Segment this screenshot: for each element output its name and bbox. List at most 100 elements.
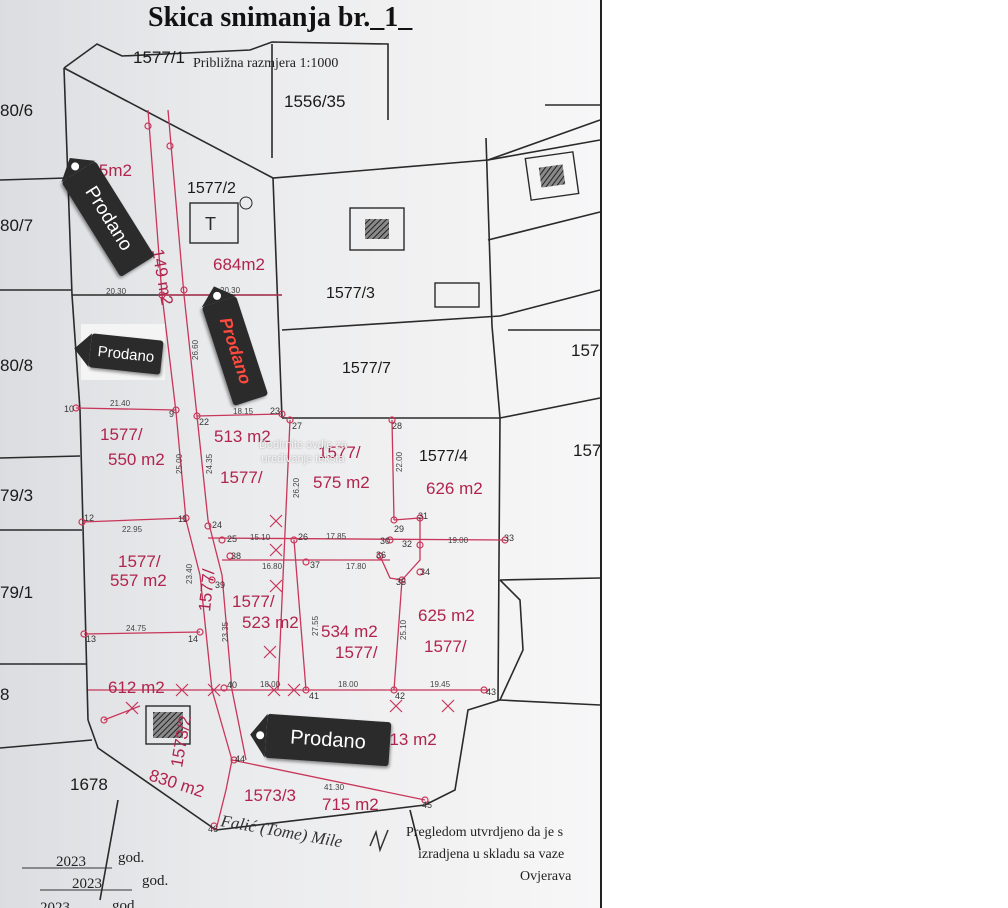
sold-tag-4[interactable]: Prodano	[255, 713, 392, 767]
dim-20-30-a: 20.30	[106, 287, 127, 296]
date-god-1: god.	[118, 850, 144, 866]
point-43: 43	[486, 687, 496, 697]
dim-17-85: 17.85	[326, 532, 347, 541]
point-46: 46	[208, 824, 218, 834]
dim-19-00: 19.00	[448, 536, 469, 545]
point-27: 27	[292, 421, 302, 431]
point-37: 37	[310, 560, 320, 570]
dim-18-00-a: 18.00	[260, 680, 281, 689]
dim-16-80: 16.80	[262, 562, 283, 571]
dim-22-00: 22.00	[395, 451, 404, 472]
point-25: 25	[227, 534, 237, 544]
parcel-area-534: 534 m2	[321, 622, 378, 641]
date-year-1: 2023	[56, 854, 86, 870]
dim-26-20: 26.20	[292, 477, 301, 498]
parcel-area-626: 626 m2	[426, 479, 483, 498]
date-year-3: 2023	[40, 900, 70, 908]
point-34: 34	[420, 567, 430, 577]
parcel-id-523: 1577/	[232, 592, 275, 611]
survey-sketch: Skica snimanja br._1_ Približna razmjera…	[0, 0, 601, 908]
point-11: 11	[178, 514, 187, 524]
label-80-7: 80/7	[0, 216, 33, 235]
sold-tag-label: Prodano	[96, 342, 156, 366]
label-157-b: 157	[573, 441, 601, 460]
verification-line-2: izradjena u skladu sa vaze	[418, 847, 564, 862]
cadastral-map: Skica snimanja br._1_ Približna razmjera…	[0, 2, 601, 908]
point-41: 41	[309, 691, 319, 701]
parcel-id-534: 1577/	[335, 643, 378, 662]
parcel-area-575: 575 m2	[313, 473, 370, 492]
parcel-id-715: 1573/3	[244, 786, 296, 805]
parcel-area-612: 612 m2	[108, 678, 165, 697]
point-31: 31	[418, 511, 428, 521]
parcel-area-523: 523 m2	[242, 613, 299, 632]
dim-18-15: 18.15	[233, 407, 254, 416]
parcel-id-strip: 1577/	[195, 568, 218, 613]
dim-25-00: 25.00	[175, 453, 184, 474]
point-22: 22	[199, 417, 209, 427]
dim-18-00-b: 18.00	[338, 680, 359, 689]
dim-25-10: 25.10	[399, 619, 408, 640]
buildings: T	[145, 151, 580, 745]
parcel-id-513: 1577/	[220, 468, 263, 487]
parcel-id-1577-4: 1577/4	[419, 448, 468, 465]
point-38: 38	[231, 551, 241, 561]
point-33: 33	[504, 533, 514, 543]
point-23: 23	[270, 406, 280, 416]
point-12: 12	[84, 513, 94, 523]
edit-text-hint[interactable]: Dodirnite ovdje za uređivanje teksta	[258, 439, 348, 465]
point-45: 45	[422, 800, 432, 810]
point-30: 30	[380, 536, 390, 546]
point-9: 9	[169, 409, 174, 419]
label-1577-1: 1577/1	[133, 48, 185, 67]
red-boundaries	[75, 109, 506, 831]
date-year-2: 2023	[72, 876, 102, 892]
point-32: 32	[402, 539, 412, 549]
point-40: 40	[227, 680, 237, 690]
point-29: 29	[394, 524, 404, 534]
dim-21-40: 21.40	[110, 399, 131, 408]
point-35: 35	[396, 577, 406, 587]
verification-line-1: Pregledom utvrdjeno da je s	[406, 825, 563, 840]
parcel-area-625: 625 m2	[418, 606, 475, 625]
parcel-area-513: 513 m2	[214, 427, 271, 446]
parcel-id-575: 1577/	[318, 443, 361, 462]
parcel-area-715: 715 m2	[322, 795, 379, 814]
neighbor-labels: 1577/1 1556/35 80/6 80/7 80/8 79/3 79/1 …	[0, 48, 601, 794]
label-1556-35: 1556/35	[284, 92, 345, 111]
label-79-1: 79/1	[0, 583, 33, 602]
tag-hole-icon	[255, 730, 265, 740]
verification-line-3: Ovjerava	[520, 869, 572, 884]
parcel-id-557: 1577/	[118, 552, 161, 571]
parcel-id-1577-2: 1577/2	[187, 180, 236, 197]
dim-41-30: 41.30	[324, 783, 345, 792]
point-13: 13	[86, 634, 96, 644]
point-39: 39	[215, 580, 225, 590]
label-1678: 1678	[70, 775, 108, 794]
parcel-id-550: 1577/	[100, 425, 143, 444]
point-26: 26	[298, 532, 308, 542]
dim-26-60: 26.60	[191, 339, 200, 360]
dim-17-80: 17.80	[346, 562, 367, 571]
label-79-3: 79/3	[0, 486, 33, 505]
date-god-3: god.	[112, 898, 138, 908]
survey-points	[72, 122, 509, 830]
dim-24-75: 24.75	[126, 624, 147, 633]
tag-hole-icon	[212, 290, 223, 301]
point-36: 36	[376, 550, 386, 560]
parcel-id-1577-3: 1577/3	[326, 285, 375, 302]
dim-24-35: 24.35	[205, 453, 214, 474]
label-80-8: 80/8	[0, 356, 33, 375]
dim-23-40: 23.40	[185, 563, 194, 584]
point-24: 24	[212, 520, 222, 530]
parcel-id-625: 1577/	[424, 637, 467, 656]
point-42: 42	[395, 691, 405, 701]
point-10: 10	[64, 404, 74, 414]
document-title: Skica snimanja br._1_	[148, 2, 413, 33]
parcel-area-550: 550 m2	[108, 450, 165, 469]
boundary-crosses	[125, 514, 455, 715]
label-80-6: 80/6	[0, 101, 33, 120]
tag-hole-icon	[69, 160, 81, 172]
dim-27-55: 27.55	[311, 615, 320, 636]
dim-23-35: 23.35	[221, 621, 230, 642]
